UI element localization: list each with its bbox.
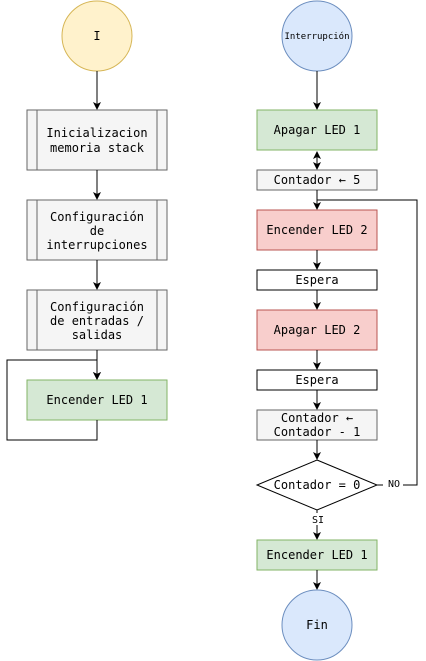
config-interrupts-line3: interrupciones — [46, 238, 147, 252]
start-node-interrupt: Interrupción — [281, 0, 353, 72]
led1-on-end-box: Encender LED 1 — [256, 539, 378, 571]
decision-no-label: NO — [388, 479, 400, 490]
init-stack-line1: Inicializacion — [46, 126, 147, 140]
counter-set-label: Contador ← 5 — [274, 173, 361, 187]
counter-dec-line1: Contador ← — [281, 411, 353, 425]
decision-label: Contador = 0 — [274, 478, 361, 492]
led1-off-label: Apagar LED 1 — [274, 123, 361, 137]
init-stack-line2: memoria stack — [50, 141, 145, 155]
led1-on-box: Encender LED 1 — [26, 379, 168, 421]
arrow-led1-loop — [6, 359, 101, 441]
start-node-i-label: I — [93, 29, 100, 43]
config-interrupts-line2: de — [90, 224, 104, 238]
end-node-fin-label: Fin — [306, 618, 328, 632]
led2-on-label: Encender LED 2 — [266, 223, 367, 237]
left-flow: I Inicializacion memoria stack Configura… — [6, 0, 168, 441]
config-interrupts-line1: Configuración — [50, 210, 144, 224]
led1-on-label: Encender LED 1 — [46, 393, 147, 407]
counter-set-box: Contador ← 5 — [256, 169, 378, 191]
config-io-line2: de entradas / — [50, 314, 144, 328]
config-io-box: Configuración de entradas / salidas — [26, 289, 168, 351]
wait1-box: Espera — [256, 269, 378, 291]
decision-diamond: Contador = 0 — [255, 459, 379, 511]
config-io-line1: Configuración — [50, 300, 144, 314]
led1-off-box: Apagar LED 1 — [256, 109, 378, 151]
arrow-no-join — [317, 200, 330, 209]
led2-on-box: Encender LED 2 — [256, 209, 378, 251]
wait2-label: Espera — [295, 373, 338, 387]
led2-off-box: Apagar LED 2 — [256, 309, 378, 351]
end-node-fin: Fin — [281, 589, 353, 661]
config-interrupts-box: Configuración de interrupciones — [26, 199, 168, 261]
led2-off-label: Apagar LED 2 — [274, 323, 361, 337]
right-flow: Interrupción Apagar LED 1 Contador ← 5 E… — [255, 0, 418, 661]
counter-dec-line2: Contador - 1 — [274, 425, 361, 439]
no-label-bg — [383, 477, 403, 491]
decision-yes-label: SI — [312, 515, 324, 526]
yes-label-bg — [309, 513, 326, 525]
config-io-line3: salidas — [72, 328, 123, 342]
init-stack-box: Inicializacion memoria stack — [26, 109, 168, 171]
counter-dec-box: Contador ← Contador - 1 — [256, 409, 378, 441]
start-node-i: I — [61, 0, 133, 72]
led1-on-end-label: Encender LED 1 — [266, 548, 367, 562]
wait1-label: Espera — [295, 273, 338, 287]
start-node-interrupt-label: Interrupción — [284, 31, 349, 42]
wait2-box: Espera — [256, 369, 378, 391]
